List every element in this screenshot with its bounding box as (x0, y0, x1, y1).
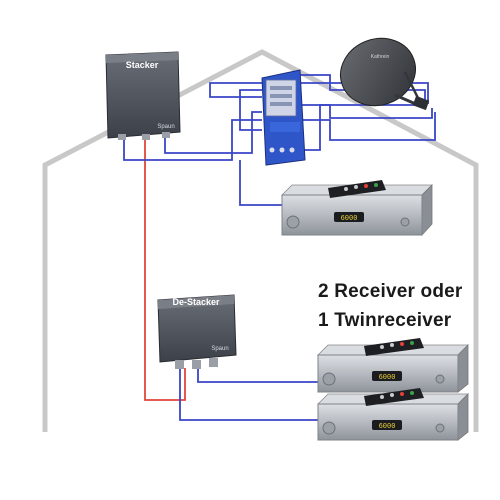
multiswitch-device (261, 69, 306, 166)
blue-cables (123, 74, 436, 421)
stacker-device: Stacker Spaun (105, 51, 181, 140)
destacker-label: De-Stacker (172, 297, 220, 307)
remote-control-bottom (364, 388, 424, 406)
caption-line-1: 2 Receiver oder (318, 281, 463, 302)
stacker-label: Stacker (126, 60, 159, 70)
caption-line-2: 1 Twinreceiver (318, 310, 452, 331)
destacker-brand-logo: Spaun (211, 346, 228, 352)
red-cable (144, 138, 186, 401)
receiver-bottom: 6000 (317, 393, 469, 441)
receiver-top: 6000 (281, 184, 433, 237)
dish-brand-logo: Kathrein (371, 54, 390, 60)
receiver-middle-display: 6000 (379, 374, 396, 382)
house-outline (42, 49, 479, 432)
remote-control-middle (364, 338, 424, 356)
satellite-dish: Kathrein (340, 37, 430, 111)
receiver-bottom-display: 6000 (379, 423, 396, 431)
receiver-top-display: 6000 (341, 215, 358, 223)
remote-control-top (328, 180, 386, 198)
stacker-brand-logo: Spaun (157, 124, 174, 130)
destacker-device: De-Stacker Spaun (157, 294, 237, 369)
